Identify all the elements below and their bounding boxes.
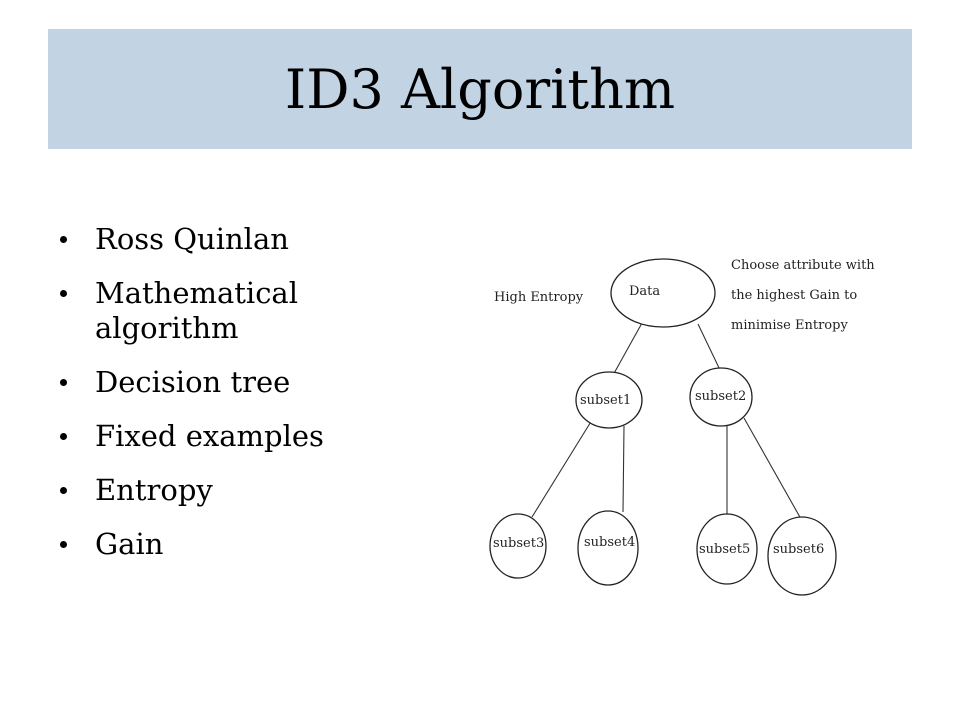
gain-note-line-2: the highest Gain to [731, 288, 857, 303]
node-subset5-label: subset5 [699, 542, 750, 557]
node-subset5: subset5 [696, 513, 758, 585]
node-subset1: subset1 [575, 371, 643, 429]
bullet-text: Entropy [95, 473, 213, 507]
high-entropy-note: High Entropy [494, 290, 584, 305]
node-subset4-label: subset4 [584, 535, 635, 550]
bullet-dot-icon [60, 433, 67, 440]
bullet-text: Gain [95, 527, 164, 561]
node-subset6: subset6 [767, 516, 837, 596]
bullet-item: Ross Quinlan [58, 222, 438, 257]
bullet-item: Entropy [58, 473, 438, 508]
bullet-text: Mathematical algorithm [95, 276, 298, 345]
node-subset6-label: subset6 [773, 542, 824, 557]
edge-subset1-subset4 [622, 425, 625, 513]
node-subset1-label: subset1 [580, 393, 631, 408]
slide-title: ID3 Algorithm [284, 57, 676, 121]
gain-note-line-3: minimise Entropy [731, 318, 848, 333]
bullet-dot-icon [60, 290, 67, 297]
node-data-label: Data [629, 284, 660, 299]
edge-data-subset2 [697, 323, 722, 373]
node-data: Data [610, 258, 716, 328]
node-subset2-label: subset2 [695, 389, 746, 404]
node-subset2: subset2 [689, 367, 753, 427]
edge-data-subset1 [611, 322, 643, 378]
bullet-dot-icon [60, 236, 67, 243]
bullet-item: Decision tree [58, 365, 438, 400]
bullet-dot-icon [60, 541, 67, 548]
bullet-item: Fixed examples [58, 419, 438, 454]
bullet-item: Gain [58, 527, 438, 562]
bullet-text: Fixed examples [95, 419, 324, 453]
bullet-text: Ross Quinlan [95, 222, 289, 256]
node-subset4: subset4 [577, 510, 639, 586]
bullet-item: Mathematical algorithm [58, 276, 438, 346]
node-subset3-label: subset3 [493, 536, 544, 551]
bullet-text: Decision tree [95, 365, 291, 399]
decision-tree-diagram: Data subset1 subset2 subset3 subset4 sub… [489, 258, 875, 596]
bullet-list: Ross Quinlan Mathematical algorithm Deci… [58, 222, 438, 581]
bullet-dot-icon [60, 379, 67, 386]
edge-subset1-subset3 [531, 419, 593, 518]
bullet-dot-icon [60, 487, 67, 494]
gain-note-line-1: Choose attribute with [731, 258, 875, 273]
edge-subset2-subset6 [743, 417, 802, 520]
title-bar: ID3 Algorithm [48, 29, 912, 149]
node-subset3: subset3 [489, 513, 547, 579]
